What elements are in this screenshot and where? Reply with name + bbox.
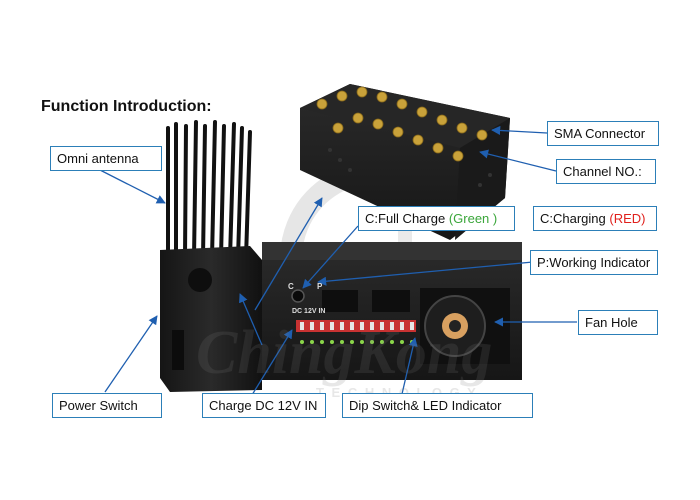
panel-label-dc: DC 12V IN — [292, 308, 326, 315]
side-panel-unit — [262, 242, 522, 380]
handheld-jammer — [160, 120, 262, 392]
callout-text: Charge DC 12V IN — [209, 398, 318, 413]
callout-sma-connector: SMA Connector — [547, 121, 659, 146]
callout-text: P:Working Indicator — [537, 255, 651, 270]
page-title: Function Introduction: — [41, 98, 212, 115]
callout-text: Fan Hole — [585, 315, 638, 330]
panel-label-p: P — [317, 282, 323, 291]
callout-text: C:Full Charge — [365, 211, 446, 226]
callout-text: Power Switch — [59, 398, 138, 413]
callout-text: Omni antenna — [57, 151, 139, 166]
callout-charging: C:Charging (RED) — [533, 206, 657, 231]
callout-channel-no: Channel NO.: — [556, 159, 656, 184]
panel-label-c: C — [288, 282, 294, 291]
callout-fan-hole: Fan Hole — [578, 310, 658, 335]
callout-text: Channel NO.: — [563, 164, 642, 179]
callout-text-red: (RED) — [609, 211, 646, 226]
watermark-brand: ChingKong — [196, 319, 493, 387]
callout-omni-antenna: Omni antenna — [50, 146, 162, 171]
callout-full-charge: C:Full Charge (Green ) — [358, 206, 515, 231]
callout-dip-switch: Dip Switch& LED Indicator — [342, 393, 533, 418]
callout-charge-dc: Charge DC 12V IN — [202, 393, 326, 418]
callout-text: SMA Connector — [554, 126, 646, 141]
callout-text: Dip Switch& LED Indicator — [349, 398, 502, 413]
callout-arrows — [99, 125, 577, 396]
callout-text-green: (Green ) — [448, 211, 498, 226]
callout-text: C:Charging — [540, 211, 606, 226]
callout-power-switch: Power Switch — [52, 393, 162, 418]
callout-working-indicator: P:Working Indicator — [530, 250, 658, 275]
